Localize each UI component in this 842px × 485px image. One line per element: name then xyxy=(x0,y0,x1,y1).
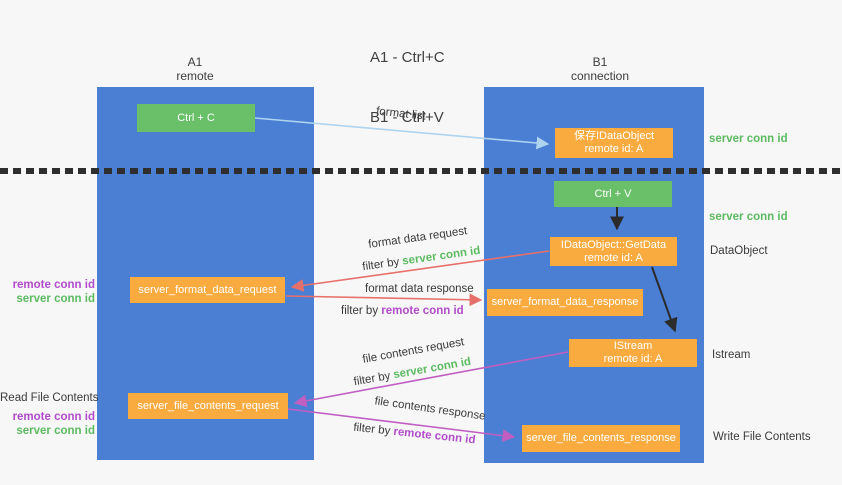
node-server-format-data-response: server_format_data_response xyxy=(487,289,643,316)
label-read-file-contents: Read File Contents xyxy=(0,392,99,404)
node-server-file-contents-response: server_file_contents_response xyxy=(522,425,680,452)
label-server-conn-id-right-mid: server conn id xyxy=(709,211,788,223)
arrow-format-data-response xyxy=(285,293,483,307)
label-istream: Istream xyxy=(712,349,751,361)
phase-separator-dotted-line xyxy=(0,168,842,174)
node-ctrl-c-label: Ctrl + C xyxy=(177,111,215,124)
node-save-dataobject-line1: 保存IDataObject xyxy=(573,130,655,142)
label-filter-by-remote-conn-id-format: filter by remote conn id xyxy=(341,305,464,318)
node-server-file-contents-request-label: server_file_contents_request xyxy=(137,399,279,412)
title-line-1: A1 - Ctrl+C xyxy=(370,49,445,66)
filter-by-text: filter by xyxy=(352,421,395,438)
remote-conn-id-text: remote conn id xyxy=(392,425,477,447)
label-write-file-contents: Write File Contents xyxy=(713,431,811,443)
node-ctrl-v-label: Ctrl + V xyxy=(594,187,632,200)
label-filter-by-remote-conn-id-file: filter by remote conn id xyxy=(353,422,476,448)
column-a1-name: A1 xyxy=(187,55,203,69)
node-istream-line1: IStream xyxy=(613,340,653,352)
remote-conn-id-text: remote conn id xyxy=(381,305,464,317)
label-server-conn-id-left-bottom: server conn id xyxy=(16,425,95,437)
label-file-contents-response: file contents response xyxy=(373,395,487,423)
node-istream-line2: remote id: A xyxy=(603,353,663,365)
node-getdata-line2: remote id: A xyxy=(584,251,643,264)
node-server-file-contents-response-label: server_file_contents_response xyxy=(526,432,676,444)
filter-by-text: filter by xyxy=(361,255,404,274)
node-getdata-line1: IDataObject::GetData xyxy=(560,238,667,251)
server-conn-id-text: server conn id xyxy=(401,244,482,268)
column-b1-name: B1 xyxy=(592,55,608,69)
node-save-dataobject: 保存IDataObject remote id: A xyxy=(555,128,673,158)
node-ctrl-v: Ctrl + V xyxy=(554,181,672,207)
node-ctrl-c: Ctrl + C xyxy=(137,104,255,132)
node-save-dataobject-line2: remote id: A xyxy=(584,143,644,155)
diagram-title: A1 - Ctrl+C B1 - Ctrl+V xyxy=(370,8,445,168)
filter-by-text: filter by xyxy=(341,305,382,317)
column-a1-role: remote xyxy=(176,69,214,83)
label-dataobject: DataObject xyxy=(710,245,768,257)
node-server-format-data-response-label: server_format_data_response xyxy=(491,296,639,308)
node-istream: IStream remote id: A xyxy=(569,339,697,367)
column-header-b1: B1 connection xyxy=(571,55,629,83)
label-remote-conn-id-left-top: remote conn id xyxy=(12,279,95,291)
column-b1-role: connection xyxy=(570,69,630,83)
column-header-a1: A1 remote xyxy=(176,55,213,83)
label-remote-conn-id-left-bottom: remote conn id xyxy=(12,411,95,423)
filter-by-text: filter by xyxy=(352,369,395,389)
label-server-conn-id-left-top: server conn id xyxy=(16,293,95,305)
label-format-data-response: format data response xyxy=(365,283,474,295)
node-getdata: IDataObject::GetData remote id: A xyxy=(550,237,677,266)
node-server-format-data-request-label: server_format_data_request xyxy=(138,283,277,296)
node-server-format-data-request: server_format_data_request xyxy=(130,277,285,303)
node-server-file-contents-request: server_file_contents_request xyxy=(128,393,288,419)
label-server-conn-id-right-top: server conn id xyxy=(709,133,788,145)
